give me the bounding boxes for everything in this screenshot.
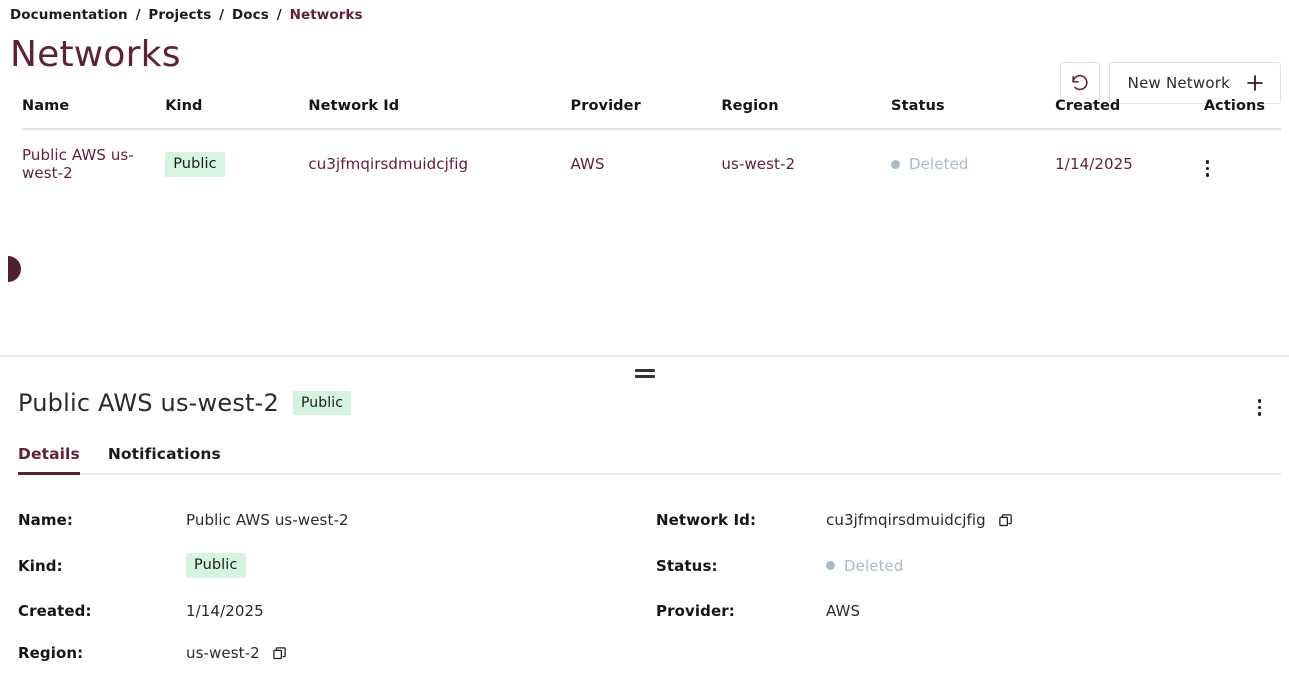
table-row[interactable]: Public AWS us-west-2 Public cu3jfmqirsdm… xyxy=(22,129,1281,198)
breadcrumb-item-networks[interactable]: Networks xyxy=(289,7,363,23)
copy-icon[interactable] xyxy=(998,513,1013,528)
networks-table-container: Name Kind Network Id Provider Region Sta… xyxy=(0,86,1289,282)
cell-status: Deleted xyxy=(891,129,1055,198)
field-label-network-id: Network Id: xyxy=(656,511,757,529)
cell-network-id: cu3jfmqirsdmuidcjfig xyxy=(308,155,469,173)
refresh-ccw-icon xyxy=(1069,72,1091,94)
cell-kind: Public xyxy=(165,129,308,198)
cell-region: us-west-2 xyxy=(721,155,796,173)
breadcrumb-item-projects[interactable]: Projects xyxy=(148,7,212,23)
cell-provider: AWS xyxy=(570,155,605,173)
detail-title: Public AWS us-west-2 xyxy=(18,389,279,417)
detail-kind-badge: Public xyxy=(292,391,352,415)
breadcrumb-separator: / xyxy=(219,7,225,23)
table-body: Public AWS us-west-2 Public cu3jfmqirsdm… xyxy=(22,129,1281,198)
field-value-network-id: cu3jfmqirsdmuidcjfig xyxy=(826,511,1281,529)
cell-created: 1/14/2025 xyxy=(1055,155,1133,173)
panel-resize-handle[interactable] xyxy=(634,369,655,378)
plus-icon xyxy=(1244,72,1266,94)
field-label-name: Name: xyxy=(18,511,73,529)
status-dot-icon xyxy=(826,561,835,570)
breadcrumb-item-documentation[interactable]: Documentation xyxy=(10,7,128,23)
field-label-created: Created: xyxy=(18,602,92,620)
field-value-name: Public AWS us-west-2 xyxy=(186,511,349,529)
detail-panel: Public AWS us-west-2 Public Details Noti… xyxy=(0,381,1289,662)
column-header-region[interactable]: Region xyxy=(721,98,779,114)
column-header-actions: Actions xyxy=(1203,98,1266,114)
panel-splitter[interactable] xyxy=(0,355,1289,381)
column-header-kind[interactable]: Kind xyxy=(165,98,203,114)
header-actions: New Network xyxy=(1059,62,1281,104)
selected-row-marker xyxy=(8,256,21,282)
new-network-label: New Network xyxy=(1127,74,1230,92)
page-header: Networks New Network xyxy=(0,24,1289,104)
refresh-button[interactable] xyxy=(1059,62,1100,104)
status-badge: Deleted xyxy=(826,557,904,575)
field-value-created: 1/14/2025 xyxy=(186,602,264,620)
table-header: Name Kind Network Id Provider Region Sta… xyxy=(22,86,1281,129)
field-value-provider: AWS xyxy=(826,602,861,620)
field-label-status: Status: xyxy=(656,556,718,575)
column-header-created[interactable]: Created xyxy=(1055,98,1121,114)
breadcrumb: Documentation / Projects / Docs / Networ… xyxy=(0,0,1289,24)
networks-table: Name Kind Network Id Provider Region Sta… xyxy=(22,86,1281,198)
column-header-name[interactable]: Name xyxy=(22,98,70,114)
new-network-button[interactable]: New Network xyxy=(1108,62,1281,104)
field-label-region: Region: xyxy=(18,644,84,662)
cell-actions xyxy=(1204,129,1281,198)
column-header-network-id[interactable]: Network Id xyxy=(308,98,400,114)
copy-icon[interactable] xyxy=(272,646,287,661)
cell-name: Public AWS us-west-2 xyxy=(22,146,134,182)
field-label-kind: Kind: xyxy=(18,556,63,575)
status-dot-icon xyxy=(891,159,901,169)
table-header-row: Name Kind Network Id Provider Region Sta… xyxy=(22,86,1281,129)
status-badge: Deleted xyxy=(891,155,969,173)
field-value-kind: Public xyxy=(186,553,656,578)
breadcrumb-separator: / xyxy=(276,7,282,23)
status-label: Deleted xyxy=(909,155,969,174)
kebab-menu-icon[interactable] xyxy=(1204,158,1212,179)
tab-details[interactable]: Details xyxy=(18,445,94,475)
kind-badge: Public xyxy=(165,151,225,177)
status-label: Deleted xyxy=(844,556,904,575)
network-id-text: cu3jfmqirsdmuidcjfig xyxy=(826,511,986,529)
field-value-status: Deleted xyxy=(826,557,1281,575)
tab-notifications[interactable]: Notifications xyxy=(107,445,221,463)
breadcrumb-separator: / xyxy=(135,7,141,23)
field-label-provider: Provider: xyxy=(656,602,735,620)
detail-fields: Name: Public AWS us-west-2 Network Id: c… xyxy=(18,511,1281,662)
detail-header: Public AWS us-west-2 Public xyxy=(18,381,1281,417)
breadcrumb-item-docs[interactable]: Docs xyxy=(231,7,269,23)
field-value-region: us-west-2 xyxy=(186,644,656,662)
page-title: Networks xyxy=(10,34,181,75)
region-text: us-west-2 xyxy=(186,644,260,662)
kind-badge: Public xyxy=(186,553,246,578)
detail-tabs: Details Notifications xyxy=(18,445,1281,475)
column-header-provider[interactable]: Provider xyxy=(570,98,641,114)
column-header-status[interactable]: Status xyxy=(891,98,945,114)
detail-kebab-menu-icon[interactable] xyxy=(1256,397,1264,418)
